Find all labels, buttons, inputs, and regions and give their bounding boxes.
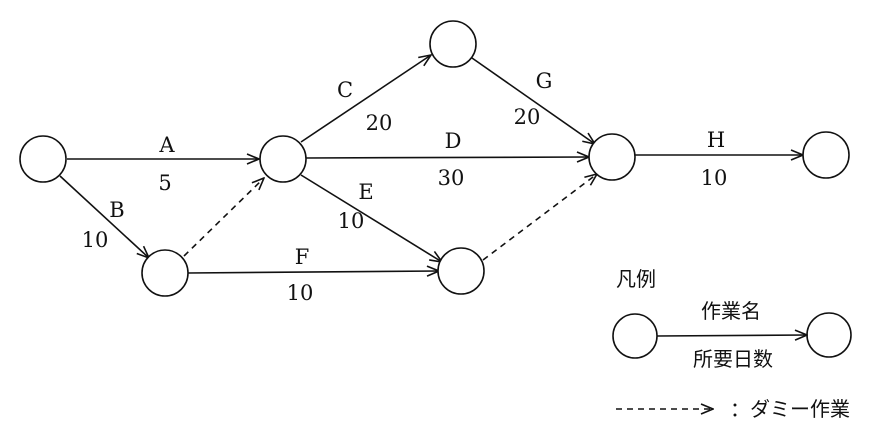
legend-arrow [656, 335, 807, 336]
edge-g-name: G [536, 69, 553, 93]
node-1 [19, 135, 67, 183]
legend-work-name: 作業名 [701, 299, 761, 323]
edge-b-name: B [109, 198, 124, 222]
legend-end-node [806, 312, 852, 358]
edge-b [59, 175, 149, 258]
edge-d [305, 157, 589, 158]
edge-f [187, 271, 439, 273]
edge-b-days: 10 [82, 228, 109, 252]
node-7 [802, 131, 850, 179]
edge-c-days: 20 [366, 111, 393, 135]
edge-e-name: E [358, 180, 373, 204]
edge-a-name: A [158, 133, 175, 157]
legend-start-node [612, 313, 658, 359]
edge-h-days: 10 [701, 166, 728, 190]
edge-h-name: H [707, 128, 725, 152]
node-3 [141, 249, 189, 297]
edge-c-name: C [337, 78, 353, 102]
legend-required-days: 所要日数 [693, 347, 773, 371]
edge-e-days: 10 [338, 209, 365, 233]
dummy-edge-2 [482, 174, 597, 261]
node-4 [429, 20, 477, 68]
dummy-edge-1 [183, 178, 264, 257]
edge-g [471, 57, 595, 144]
edge-g-days: 20 [514, 105, 541, 129]
legend-dummy-label: ：ダミー作業 [730, 397, 850, 421]
edge-c [300, 55, 431, 143]
node-6 [437, 247, 485, 295]
node-5 [588, 133, 636, 181]
edge-d-name: D [445, 129, 462, 153]
edge-d-days: 30 [438, 166, 465, 190]
legend-title: 凡例 [616, 267, 656, 291]
legend: 凡例 作業名 所要日数 ：ダミー作業 [612, 267, 852, 421]
edge-a-days: 5 [158, 171, 171, 195]
node-2 [259, 135, 307, 183]
edge-f-name: F [295, 245, 310, 269]
edge-e [300, 174, 442, 262]
edge-f-days: 10 [287, 281, 314, 305]
